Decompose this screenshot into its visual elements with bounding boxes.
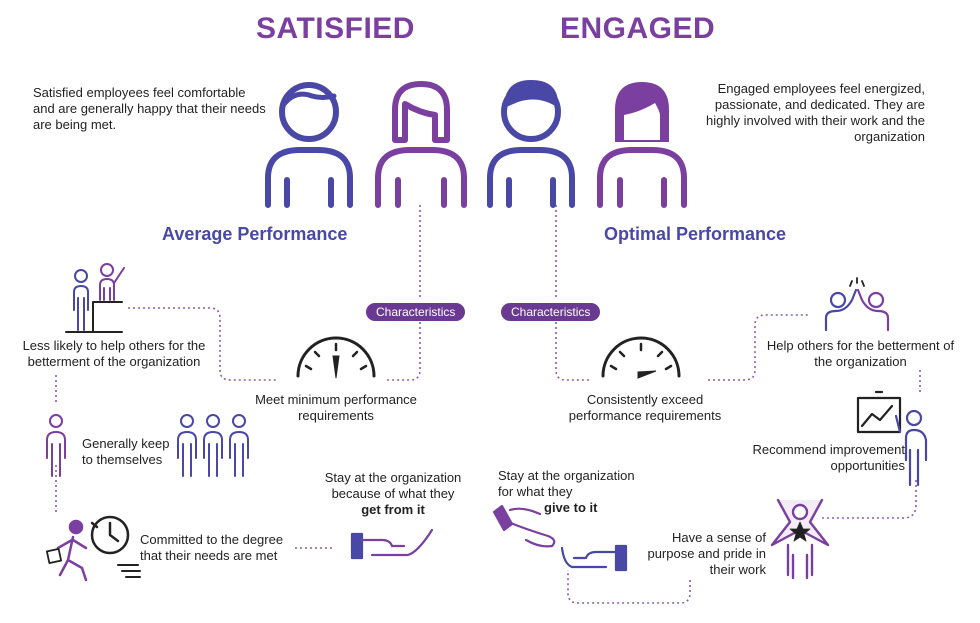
help-others-text: Help others for the betterment of the or…	[766, 338, 955, 369]
stay-give-bold: give to it	[544, 500, 598, 515]
purpose-pride-text: Have a sense of purpose and pride in the…	[647, 530, 766, 577]
average-performance-label: Average Performance	[162, 224, 348, 244]
satisfied-description: Satisfied employees feel comfortable and…	[33, 85, 266, 132]
running-clock-icon	[45, 515, 141, 582]
stay-get-prefix: Stay at the organization because of what…	[324, 470, 462, 501]
help-others-less-text: Less likely to help others for the bette…	[22, 338, 206, 369]
high-five-icon	[824, 277, 890, 332]
stay-get-text: Stay at the organization because of what…	[318, 470, 468, 518]
exceed-requirements-text: Consistently exceed performance requirem…	[568, 392, 722, 423]
engaged-description: Engaged employees feel energized, passio…	[706, 81, 925, 144]
committed-text: Committed to the degree that their needs…	[140, 532, 284, 563]
male-head-icon	[487, 80, 575, 208]
presentation-icon	[856, 390, 928, 487]
giving-hand-icon	[492, 504, 628, 572]
stay-get-bold: get from it	[361, 502, 425, 517]
gauge-icon	[601, 336, 681, 379]
receiving-hand-icon	[350, 528, 434, 560]
satisfied-heading: SATISFIED	[256, 12, 415, 45]
engaged-heading: ENGAGED	[560, 12, 716, 45]
keep-to-themselves-text: Generally keep to themselves	[82, 436, 170, 467]
optimal-performance-label: Optimal Performance	[604, 224, 787, 244]
connector-lines	[55, 205, 921, 604]
gauge-icon	[296, 336, 376, 379]
group-icon	[177, 414, 249, 477]
stay-give-prefix: Stay at the organization for what they	[498, 468, 635, 499]
person-icon	[46, 414, 66, 477]
stay-give-text: Stay at the organization for what they g…	[498, 468, 648, 516]
podium-people-icon	[65, 263, 125, 333]
female-head-icon	[375, 81, 467, 208]
male-head-icon	[265, 82, 353, 208]
characteristics-badge-satisfied: Characteristics	[366, 303, 466, 321]
female-head-icon	[597, 82, 687, 208]
star-person-icon	[770, 498, 830, 580]
recommend-improvement-text: Recommend improvement opportunities	[752, 442, 905, 473]
meet-minimum-text: Meet minimum performance requirements	[255, 392, 417, 423]
characteristics-badge-engaged: Characteristics	[501, 303, 601, 321]
